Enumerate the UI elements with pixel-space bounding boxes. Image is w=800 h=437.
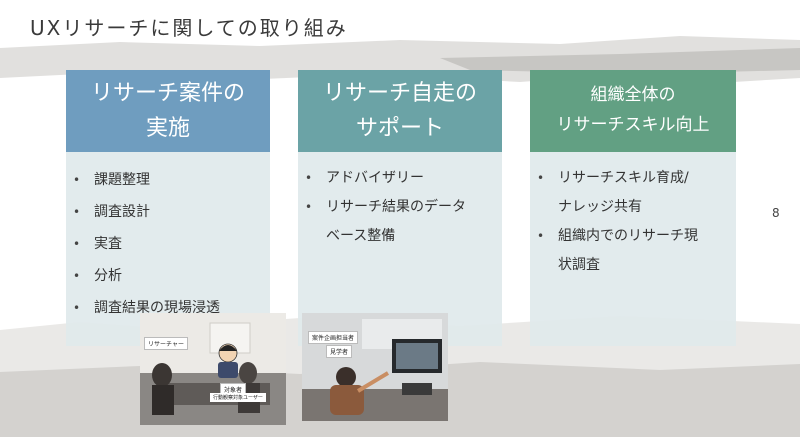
slide-title: UXリサーチに関しての取り組み [30, 16, 348, 40]
bullet-list: アドバイザリー リサーチ結果のデータ ベース整備 [298, 164, 502, 251]
card-research-projects: リサーチ案件の 実施 課題整理 調査設計 実査 分析 調査結果の現場浸透 [66, 70, 270, 346]
card-header-line: リサーチ自走の [322, 80, 477, 106]
observer-label: 見学者 [326, 345, 353, 358]
list-item: 実査 [66, 228, 270, 260]
list-item-continuation: ナレッジ共有 [558, 199, 642, 215]
observer-photo: 案件企画担当者 見学者 [302, 313, 448, 421]
list-item: 組織内でのリサーチ現 [530, 222, 736, 251]
planner-label: 案件企画担当者 [308, 331, 359, 344]
card-header-line: リサーチスキル向上 [556, 115, 710, 135]
card-body: リサーチスキル育成/ ナレッジ共有 組織内でのリサーチ現 状調査 [530, 152, 736, 346]
page-number: 8 [772, 206, 780, 220]
card-header-line: 組織全体の [590, 85, 676, 106]
card-org-research-skills: 組織全体の リサーチスキル向上 リサーチスキル育成/ ナレッジ共有 組織内でのリ… [530, 70, 736, 346]
card-header-line: リサーチ案件の [90, 80, 245, 106]
list-item: 課題整理 [66, 164, 270, 196]
list-item: 分析 [66, 260, 270, 292]
list-item: 調査結果の現場浸透 [66, 292, 270, 324]
subject-label: 対象者 [220, 383, 247, 396]
subject-sublabel: 行動観察対象ユーザー [210, 393, 266, 402]
list-item: アドバイザリー [298, 164, 502, 193]
bullet-list: リサーチスキル育成/ ナレッジ共有 組織内でのリサーチ現 状調査 [530, 164, 736, 280]
card-header-line: サポート [355, 116, 444, 141]
list-item: 調査設計 [66, 196, 270, 228]
researcher-label: リサーチャー [144, 337, 188, 350]
list-item-continuation: ベース整備 [326, 228, 396, 244]
card-header: リサーチ案件の 実施 [66, 70, 270, 152]
card-header: リサーチ自走の サポート [298, 70, 502, 152]
observation-room-illustration [302, 313, 448, 421]
card-research-self-support: リサーチ自走の サポート アドバイザリー リサーチ結果のデータ ベース整備 [298, 70, 502, 346]
research-session-photo: リサーチャー 対象者 行動観察対象ユーザー [140, 313, 286, 425]
card-header-line: 実施 [145, 116, 190, 141]
card-header: 組織全体の リサーチスキル向上 [530, 70, 736, 152]
list-item: リサーチスキル育成/ [530, 164, 736, 193]
bullet-list: 課題整理 調査設計 実査 分析 調査結果の現場浸透 [66, 164, 270, 324]
list-item: リサーチ結果のデータ [298, 193, 502, 222]
list-item-continuation: 状調査 [558, 257, 600, 273]
office-scene-illustration [140, 313, 286, 425]
